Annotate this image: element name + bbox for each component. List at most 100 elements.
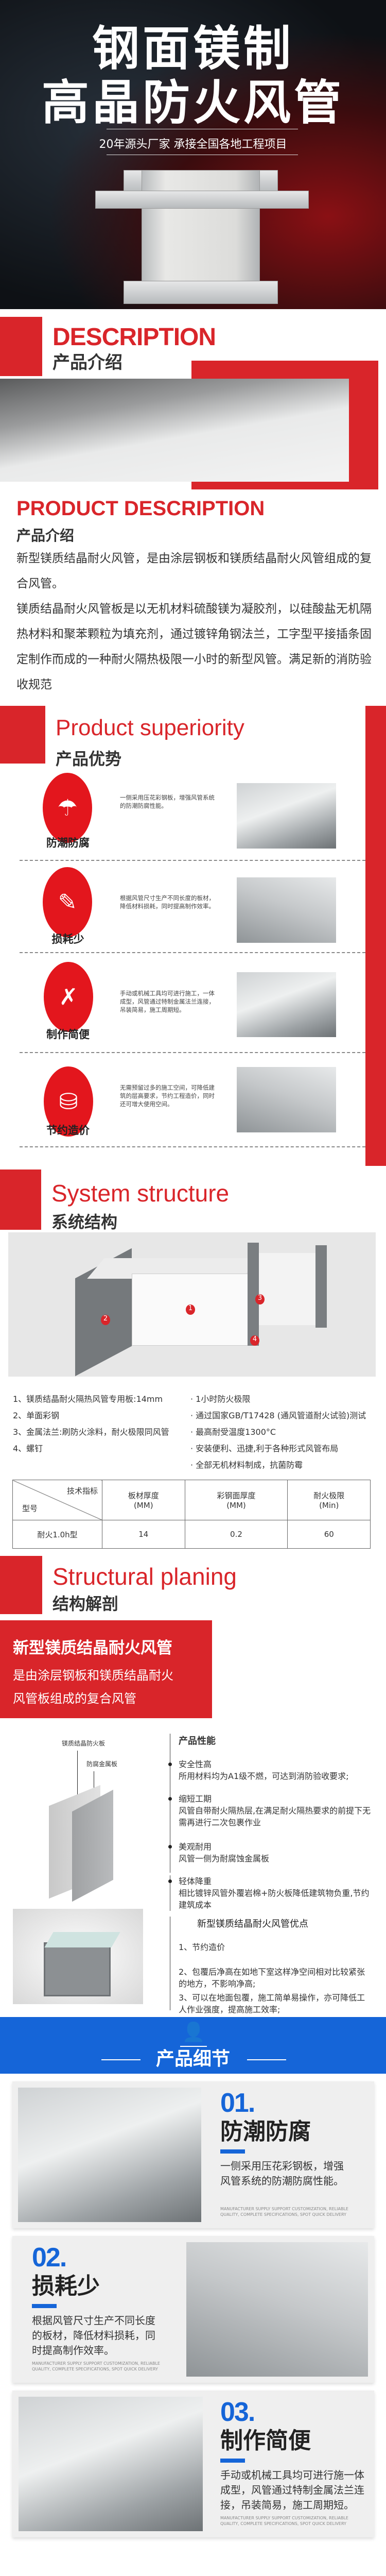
advantages-list: 新型镁质结晶耐火风管优点 1、节约造价 2、包覆后净高在如地下室这样净空间相对比… bbox=[170, 1917, 371, 2014]
superiority-photo bbox=[237, 972, 336, 1037]
card-text: 根据风管尺寸生产不同长度的板材，降低材料损耗，同时提高制作效率。 bbox=[32, 2314, 155, 2357]
performance-timeline: 产品性能 安全性高所用材料均为A1级不燃，可达到消防验收要求; 缩短工期风管自带… bbox=[168, 1734, 376, 1873]
table-header: 耐火极限(Min) bbox=[287, 1480, 371, 1520]
duct-product-render bbox=[13, 1909, 143, 2004]
product-intro-heading: 产品介绍 bbox=[16, 527, 75, 544]
hero-banner: 钢面镁制 高晶防火风管 20年源头厂家 承接全国各地工程项目 bbox=[0, 0, 386, 309]
advantage-item: 1、节约造价 bbox=[179, 1942, 225, 1952]
description-cn-title: 产品介绍 bbox=[52, 352, 122, 373]
feature-item: 最高耐受温度1300°C bbox=[196, 1427, 276, 1437]
marker-1: 1 bbox=[186, 1304, 195, 1315]
performance-item: 安全性高所用材料均为A1级不燃，可达到消防验收要求; bbox=[168, 1758, 374, 1782]
description-paragraph: 新型镁质结晶耐火风管，是由涂层钢板和镁质结晶耐火风管组成的复合风管。 镁质结晶耐… bbox=[16, 546, 374, 698]
installation-photo bbox=[0, 379, 349, 482]
part-item: 3、金属法兰:刷防火涂料，耐火极限同风管 bbox=[13, 1427, 169, 1437]
detail-photo bbox=[19, 2397, 203, 2531]
accent-block bbox=[0, 317, 42, 376]
planing-cn-title: 结构解剖 bbox=[52, 1594, 119, 1614]
hero-title-line1: 钢面镁制 bbox=[92, 21, 294, 76]
superiority-text: 无需预留过多的施工空间，可降低建筑的层高要求，节约工程造价，同时还可增大使用空间… bbox=[120, 1084, 215, 1108]
tools-icon: ✗ bbox=[44, 962, 93, 1032]
divider bbox=[247, 2059, 286, 2060]
superiority-cn-title: 产品优势 bbox=[56, 749, 122, 769]
superiority-photo bbox=[237, 877, 336, 943]
part-item: 1、镁质结晶耐火隔热风管专用板:14mm bbox=[13, 1394, 163, 1404]
superiority-label: 制作简便 bbox=[46, 1028, 90, 1041]
superiority-label: 损耗少 bbox=[51, 933, 84, 945]
dashed-divider bbox=[20, 860, 365, 861]
document-pen-icon: ✎ bbox=[43, 867, 92, 937]
panel-layer-diagram: 镁质结晶防火板 防腐金属板 bbox=[0, 1726, 154, 1902]
superiority-text: 根据风管尺寸生产不同长度的板材，降低材料损耗，同时提高制作效率。 bbox=[120, 894, 215, 910]
planing-en-title: Structural planing bbox=[52, 1563, 237, 1590]
blue-accent bbox=[220, 2149, 245, 2154]
card-title: 损耗少 bbox=[32, 2273, 100, 2299]
details-title: 产品细节 bbox=[155, 2048, 230, 2070]
diagram-label: 防腐金属板 bbox=[86, 1760, 118, 1768]
part-item: 4、螺钉 bbox=[13, 1444, 43, 1453]
umbrella-icon: ☂ bbox=[43, 773, 92, 843]
table-cell: 14 bbox=[102, 1520, 185, 1549]
duct-product-image bbox=[95, 170, 309, 309]
table-cell: 60 bbox=[287, 1520, 371, 1549]
product-description-title: PRODUCT DESCRIPTION bbox=[16, 497, 265, 520]
card-number: 02. bbox=[32, 2243, 67, 2273]
reader-icon: 👤 bbox=[182, 2022, 205, 2043]
dashed-divider bbox=[20, 1146, 365, 1147]
banner-line: 风管板组成的复合风管 bbox=[13, 1691, 136, 1706]
duct-structure-diagram: 1 2 3 4 bbox=[8, 1232, 376, 1377]
superiority-label: 节约造价 bbox=[46, 1124, 90, 1137]
corner-bottom-label: 型号 bbox=[22, 1504, 38, 1513]
card-number: 01. bbox=[220, 2088, 255, 2118]
superiority-text: 手动或机械工具均可进行施工，一体成型，风管通过特制金属法兰连接，吊装简易，施工周… bbox=[120, 990, 215, 1013]
superiority-en-title: Product superiority bbox=[56, 715, 244, 740]
table-header: 板材厚度(MM) bbox=[102, 1480, 185, 1520]
performance-item: 缩短工期风管自带耐火隔热层,在满足耐火隔热要求的前提下无需再进行二次包裹作业 bbox=[168, 1793, 374, 1828]
hero-subtitle: 20年源头厂家 承接全国各地工程项目 bbox=[99, 138, 287, 151]
card-english: MANUFACTURER SUPPLY SUPPORT CUSTOMIZATIO… bbox=[220, 2207, 348, 2217]
table-cell: 耐火1.0h型 bbox=[12, 1520, 102, 1549]
advantages-title: 新型镁质结晶耐火风管优点 bbox=[197, 1919, 308, 1929]
description-en-title: DESCRIPTION bbox=[52, 324, 216, 351]
card-english: MANUFACTURER SUPPLY SUPPORT CUSTOMIZATIO… bbox=[220, 2516, 348, 2526]
superiority-label: 防潮防腐 bbox=[46, 837, 90, 849]
advantage-item: 2、包覆后净高在如地下室这样净空间相对比较紧张的地方，不影响净高; bbox=[179, 1967, 365, 1989]
card-text: 手动或机械工具均可进行施一体成型，风管通过特制金属法兰连接，吊装简易，施工周期短… bbox=[220, 2469, 364, 2511]
card-english: MANUFACTURER SUPPLY SUPPORT CUSTOMIZATIO… bbox=[32, 2361, 160, 2371]
superiority-photo bbox=[237, 1067, 336, 1132]
banner-title: 新型镁质结晶耐火风管 bbox=[13, 1639, 172, 1657]
card-text: 一侧采用压花彩钢板，增强风管系统的防潮防腐性能。 bbox=[220, 2160, 344, 2187]
spec-table: 技术指标 型号 板材厚度(MM) 彩钢面厚度(MM) 耐火极限(Min) 耐火1… bbox=[12, 1480, 371, 1549]
table-corner-cell: 技术指标 型号 bbox=[12, 1480, 102, 1520]
corner-top-label: 技术指标 bbox=[66, 1486, 98, 1496]
marker-2: 2 bbox=[101, 1315, 110, 1325]
detail-photo bbox=[18, 2088, 201, 2222]
divider bbox=[101, 2059, 141, 2060]
paragraph-2: 镁质结晶耐火风管板是以无机材料硫酸镁为凝胶剂，以硅酸盐无机隔热材料和聚苯颗粒为填… bbox=[16, 602, 372, 691]
hero-title-line2: 高晶防火风管 bbox=[41, 75, 344, 130]
structure-cn-title: 系统结构 bbox=[51, 1212, 118, 1232]
planing-banner: 新型镁质结晶耐火风管 是由涂层钢板和镁质结晶耐火 风管板组成的复合风管 bbox=[0, 1620, 212, 1718]
card-title: 制作简便 bbox=[220, 2428, 311, 2454]
detail-card: 01. 防潮防腐 一侧采用压花彩钢板，增强风管系统的防潮防腐性能。 MANUFA… bbox=[12, 2081, 374, 2228]
dashed-divider bbox=[20, 952, 365, 953]
card-title: 防潮防腐 bbox=[220, 2119, 311, 2145]
detail-photo bbox=[186, 2242, 368, 2377]
feature-item: 通过国家GB/T17428 (通风管道耐火试验)测试 bbox=[196, 1411, 366, 1420]
table-cell: 0.2 bbox=[184, 1520, 288, 1549]
diagram-label: 镁质结晶防火板 bbox=[62, 1740, 106, 1747]
paragraph-1: 新型镁质结晶耐火风管，是由涂层钢板和镁质结晶耐火风管组成的复合风管。 bbox=[16, 552, 372, 590]
features-list: · 1小时防火极限 · 通过国家GB/T17428 (通风管道耐火试验)测试 ·… bbox=[190, 1394, 366, 1470]
superiority-photo bbox=[237, 783, 336, 849]
database-icon: ⛁ bbox=[44, 1066, 93, 1137]
marker-3: 3 bbox=[255, 1294, 265, 1304]
structure-en-title: System structure bbox=[51, 1180, 230, 1207]
part-item: 2、单面彩钢 bbox=[13, 1411, 60, 1420]
advantage-item: 3、可以在地面包覆，施工简单易操作，亦可降低工人作业强度，提高施工效率; bbox=[179, 1993, 365, 2014]
accent-block bbox=[0, 706, 45, 764]
details-banner: 👤 产品细节 bbox=[0, 2017, 386, 2074]
blue-accent bbox=[220, 2459, 245, 2463]
feature-item: 安装便利、迅捷,利于各种形式风管布局 bbox=[196, 1444, 339, 1453]
superiority-text: 一侧采用压花彩钢板，增强风管系统的防潮防腐性能。 bbox=[120, 794, 215, 809]
accent-block bbox=[0, 1170, 41, 1230]
